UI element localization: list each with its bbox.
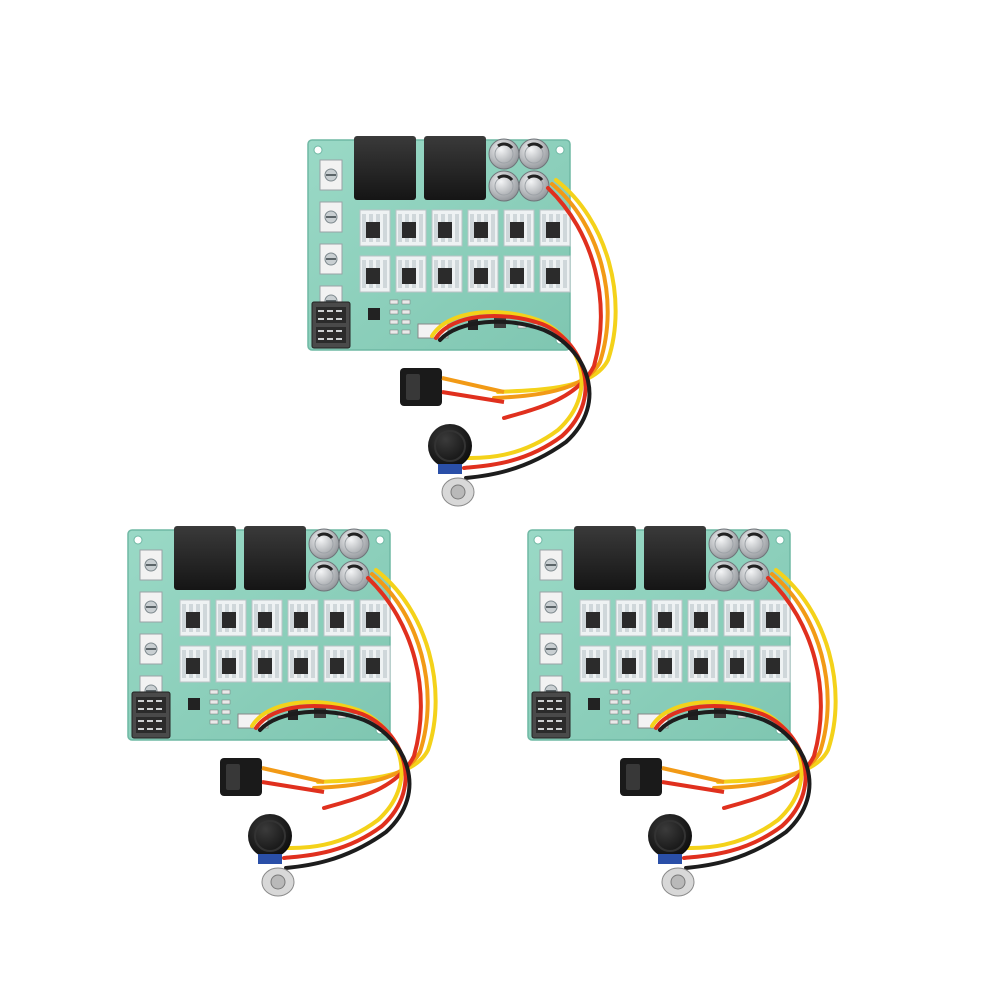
controller-board-image — [128, 520, 458, 900]
controller-board-bottom-right — [528, 520, 858, 900]
controller-board-image — [308, 130, 638, 510]
controller-board-top — [308, 130, 638, 510]
controller-board-bottom-left — [128, 520, 458, 900]
controller-board-image — [528, 520, 858, 900]
